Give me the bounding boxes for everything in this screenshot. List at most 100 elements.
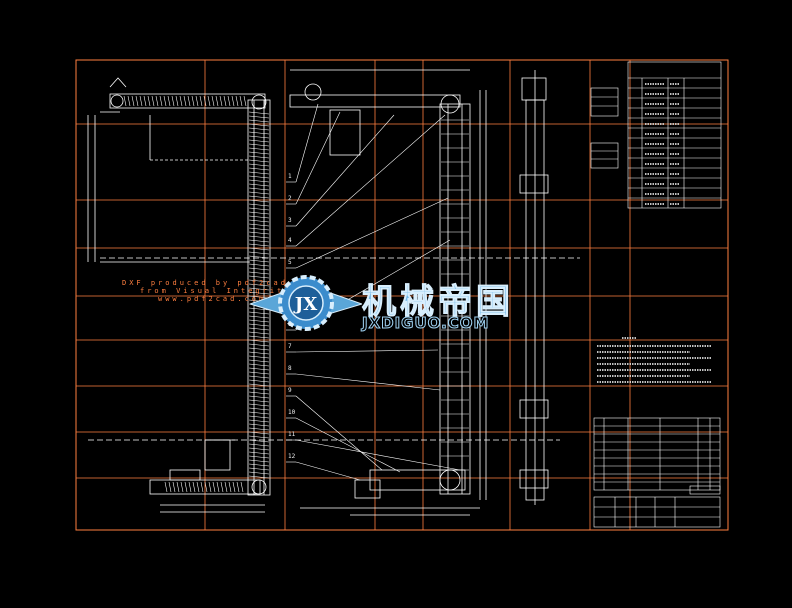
chain-link bbox=[248, 411, 270, 415]
chain-link bbox=[248, 111, 270, 115]
chain-link bbox=[248, 447, 270, 451]
chain-link bbox=[228, 481, 232, 493]
chain-link bbox=[248, 223, 270, 227]
chain-link bbox=[248, 231, 270, 235]
chain-link bbox=[248, 247, 270, 251]
chain-link bbox=[248, 423, 270, 427]
chain-link bbox=[215, 95, 219, 107]
chain-link bbox=[227, 95, 231, 107]
chain-link bbox=[248, 439, 270, 443]
chain-link bbox=[216, 481, 220, 493]
emblem-letters: JX bbox=[293, 294, 318, 315]
chain-link bbox=[248, 335, 270, 339]
chain-link bbox=[204, 481, 208, 493]
chain-link bbox=[248, 331, 270, 335]
chain-link bbox=[248, 191, 270, 195]
leader-line bbox=[295, 114, 446, 247]
chain-link bbox=[135, 95, 139, 107]
chain-link bbox=[179, 95, 183, 107]
chain-link bbox=[212, 481, 216, 493]
chain-link bbox=[248, 343, 270, 347]
leader-line bbox=[295, 417, 401, 473]
chain-link bbox=[248, 271, 270, 275]
chain-link bbox=[248, 323, 270, 327]
chain-link bbox=[248, 135, 270, 139]
chain-link bbox=[192, 481, 196, 493]
chain-link bbox=[187, 95, 191, 107]
chain-link bbox=[248, 219, 270, 223]
watermark-line-3: www.pdf2cad.com bbox=[158, 295, 267, 303]
chain-link bbox=[211, 95, 215, 107]
chain-link bbox=[248, 463, 270, 467]
parts-list bbox=[593, 417, 721, 491]
chain-link bbox=[184, 481, 188, 493]
chain-link bbox=[220, 481, 224, 493]
chain-link bbox=[248, 179, 270, 183]
chain-link bbox=[248, 443, 270, 447]
chain-link bbox=[248, 311, 270, 315]
chain-link bbox=[248, 127, 270, 131]
chain-link bbox=[248, 287, 270, 291]
side-mini-tables bbox=[590, 87, 619, 169]
chain-link bbox=[248, 403, 270, 407]
site-logo: JX 机械帝国 JXDIGUO.COM bbox=[248, 268, 550, 338]
chain-link bbox=[248, 195, 270, 199]
leader-line bbox=[295, 439, 461, 471]
chain-link bbox=[248, 451, 270, 455]
chain-link bbox=[248, 259, 270, 263]
drawing-frame bbox=[75, 59, 729, 531]
chain-link bbox=[248, 199, 270, 203]
leader-line bbox=[295, 349, 439, 353]
chain-link bbox=[248, 171, 270, 175]
chain-link bbox=[219, 95, 223, 107]
chain-link bbox=[248, 419, 270, 423]
callout-number: 10 bbox=[288, 409, 296, 416]
chain-link bbox=[248, 367, 270, 371]
chain-link bbox=[232, 481, 236, 493]
chain-link bbox=[248, 155, 270, 159]
chain-link bbox=[248, 187, 270, 191]
chain-link bbox=[248, 131, 270, 135]
chain-link bbox=[196, 481, 200, 493]
callout-number: 7 bbox=[288, 343, 292, 350]
watermark-line-2: from Visual Integrity bbox=[140, 287, 292, 295]
chain-link bbox=[248, 435, 270, 439]
chain-link bbox=[180, 481, 184, 493]
callout-number: 2 bbox=[288, 195, 292, 202]
leader-line bbox=[295, 197, 449, 269]
chain-link bbox=[191, 95, 195, 107]
chain-link bbox=[248, 283, 270, 287]
chain-link bbox=[195, 95, 199, 107]
chain-link bbox=[248, 347, 270, 351]
chain-link bbox=[248, 339, 270, 343]
chain-link bbox=[248, 351, 270, 355]
chain-link bbox=[236, 481, 240, 493]
callout-number: 5 bbox=[288, 259, 292, 266]
chain-link bbox=[248, 455, 270, 459]
chain-link bbox=[248, 215, 270, 219]
leader-line bbox=[295, 373, 441, 391]
chain-link bbox=[248, 391, 270, 395]
chain-link bbox=[159, 95, 163, 107]
chain-link bbox=[123, 95, 127, 107]
callout-number: 4 bbox=[288, 237, 292, 244]
chain-link bbox=[248, 147, 270, 151]
callout-leaders bbox=[286, 103, 461, 481]
callout-number: 11 bbox=[288, 431, 296, 438]
chain-link bbox=[143, 95, 147, 107]
chain-link bbox=[203, 95, 207, 107]
chain-link bbox=[164, 481, 168, 493]
chain-link bbox=[176, 481, 180, 493]
leader-line bbox=[295, 461, 361, 481]
title-block bbox=[593, 485, 721, 528]
chain-link bbox=[248, 371, 270, 375]
chain-link bbox=[248, 427, 270, 431]
chain-link bbox=[248, 263, 270, 267]
leader-line bbox=[295, 114, 395, 227]
chain-link bbox=[248, 239, 270, 243]
leader-line bbox=[295, 103, 319, 183]
chain-link bbox=[207, 95, 211, 107]
chain-link bbox=[248, 275, 270, 279]
middle-chain-texture bbox=[441, 119, 469, 471]
